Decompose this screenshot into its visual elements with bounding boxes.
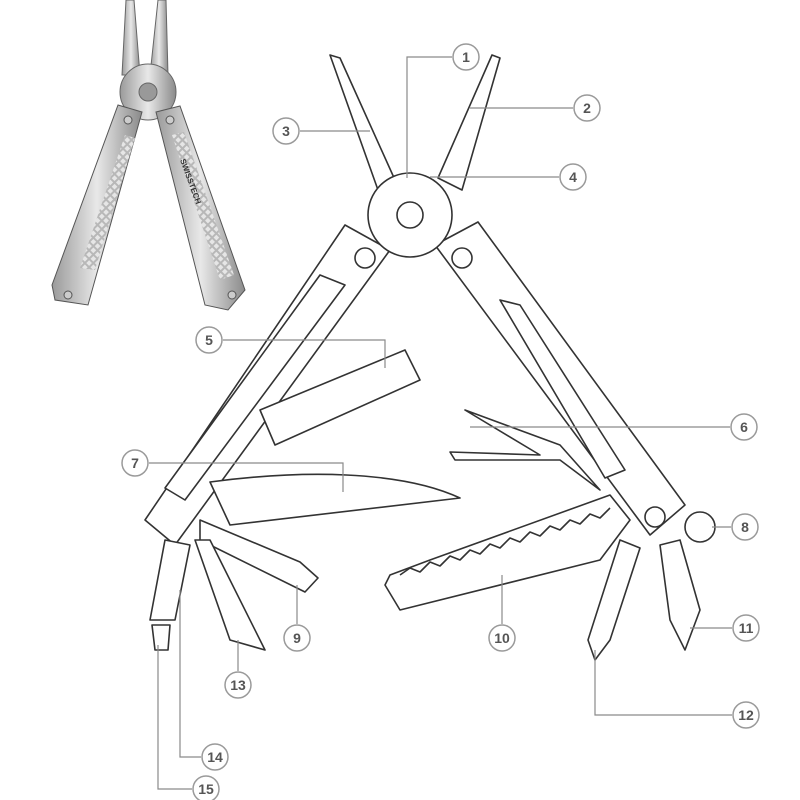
scissors [449,409,601,491]
small-flat-driver [587,539,641,661]
callout-4: 4 [559,163,587,191]
callout-6: 6 [730,413,758,441]
svg-text:9: 9 [293,630,301,646]
phillips-driver [151,624,171,651]
saw-blade [384,494,631,611]
svg-text:4: 4 [569,169,577,185]
file-tool [259,349,421,446]
knife-blade [209,473,461,526]
right-screw [451,247,473,269]
svg-text:7: 7 [131,455,139,471]
svg-text:11: 11 [739,620,754,636]
svg-text:5: 5 [205,332,213,348]
callout-8: 8 [731,513,759,541]
callout-11: 11 [732,614,760,642]
saw-teeth [399,507,611,576]
needle-nose-jaw-right [437,54,501,191]
callout-9: 9 [283,624,311,652]
awl-blade [194,539,266,651]
callout-7: 7 [121,449,149,477]
svg-text:8: 8 [741,519,749,535]
left-handle-slot [164,274,346,501]
callout-1: 1 [452,43,480,71]
can-opener [659,539,701,651]
svg-text:12: 12 [738,707,754,723]
screwdriver-bit [199,519,319,593]
svg-text:10: 10 [494,630,510,646]
callout-13: 13 [224,671,252,699]
callout-2: 2 [573,94,601,122]
callout-3: 3 [272,117,300,145]
callout-14: 14 [201,743,229,771]
callout-12: 12 [732,701,760,729]
pivot-bolt [396,201,424,229]
svg-text:15: 15 [198,781,214,797]
leader-lines [149,56,732,790]
multitool-line-art [144,54,716,661]
product-photo: SWISSTECH [51,0,246,311]
svg-text:13: 13 [230,677,246,693]
left-screw [354,247,376,269]
right-handle-slot [499,299,626,479]
bottle-opener [149,539,191,621]
svg-text:14: 14 [207,749,223,765]
lower-right-screw [644,506,666,528]
needle-nose-jaw-left [329,54,396,191]
lanyard-ring [684,511,716,543]
svg-text:6: 6 [740,419,748,435]
svg-text:2: 2 [583,100,591,116]
svg-text:1: 1 [462,49,470,65]
callout-5: 5 [195,326,223,354]
callout-10: 10 [488,624,516,652]
callout-15: 15 [192,775,220,800]
svg-text:3: 3 [282,123,290,139]
